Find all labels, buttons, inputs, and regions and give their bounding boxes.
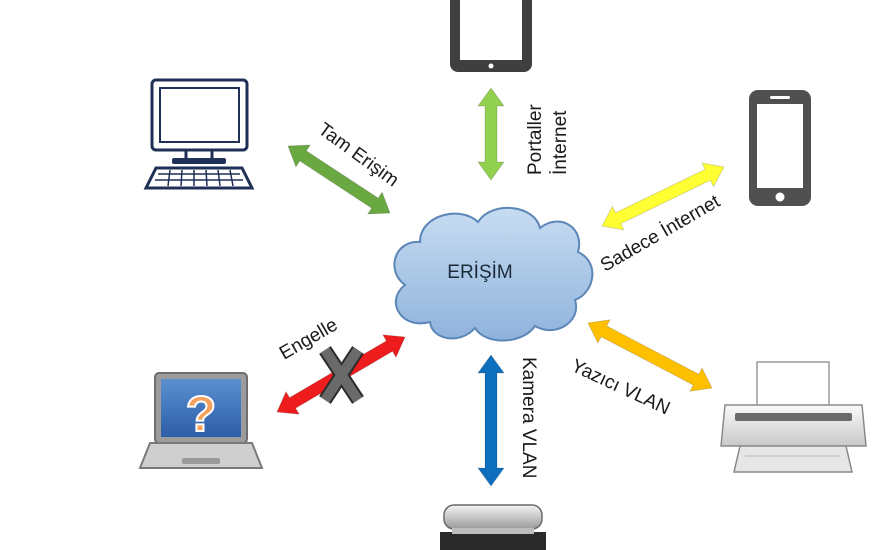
dome-camera-icon — [440, 504, 546, 550]
laptop-unknown-icon: ? — [138, 372, 264, 469]
label-kamera-vlan: Kamera VLAN — [518, 357, 539, 478]
arrow-printer — [587, 319, 713, 392]
blocked-x-icon — [319, 346, 364, 404]
question-mark-symbol: ? — [186, 386, 217, 442]
smartphone-icon — [749, 90, 811, 206]
arrow-phone — [601, 162, 725, 231]
label-internet: İnternet — [550, 110, 571, 175]
arrow-camera — [477, 354, 505, 487]
arrow-desktop — [287, 144, 391, 215]
cloud-icon — [393, 206, 594, 342]
printer-icon — [720, 361, 867, 473]
desktop-computer-icon — [143, 78, 255, 190]
label-tam-erisim: Tam Erişim — [314, 119, 402, 191]
tablet-icon — [450, 0, 532, 72]
arrow-tablet — [477, 87, 505, 181]
center-label: ERİŞİM — [447, 262, 512, 283]
label-portaller: Portaller — [525, 104, 546, 175]
